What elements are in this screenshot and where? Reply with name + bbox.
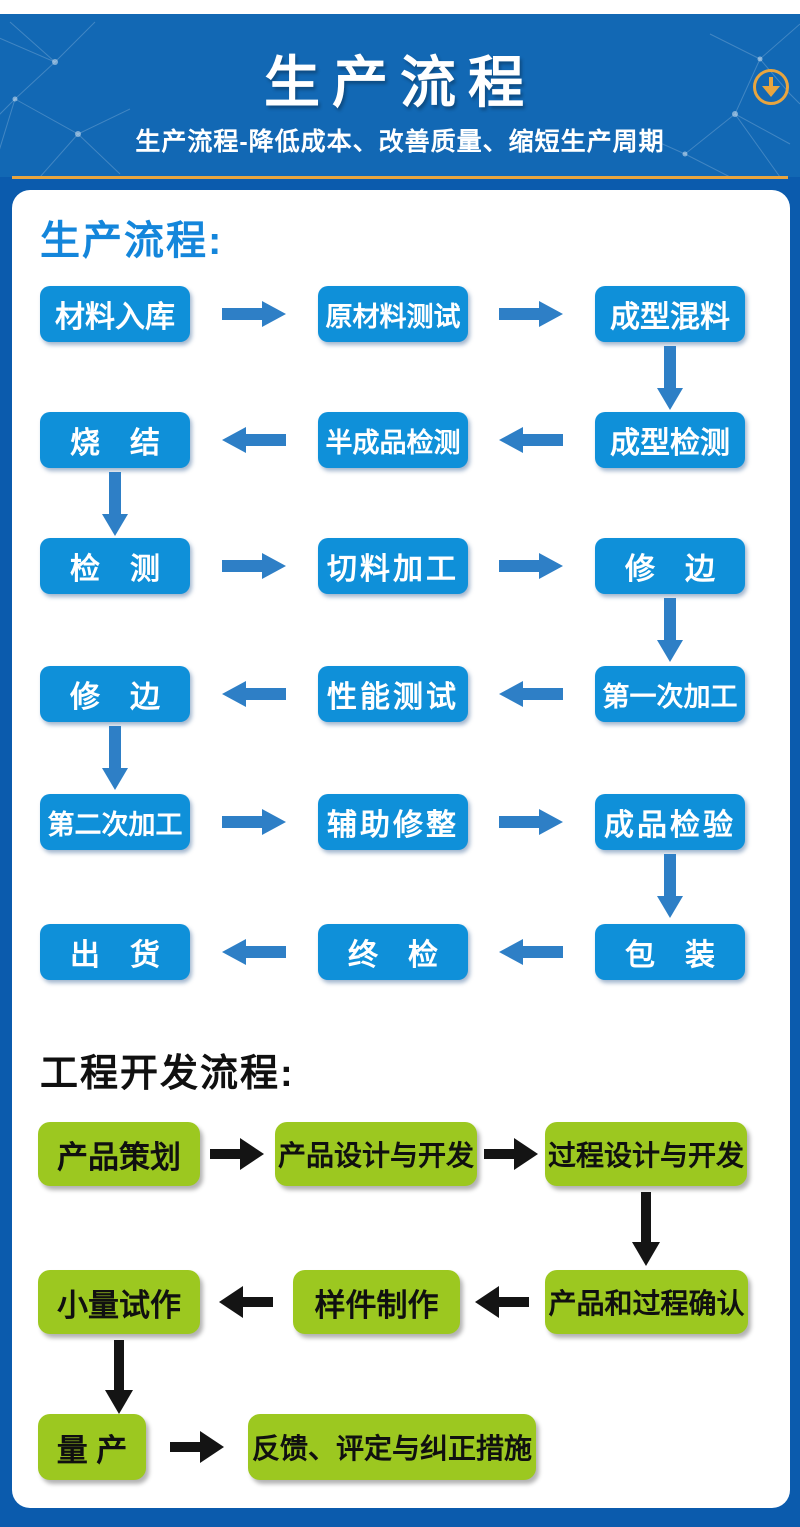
- flow-arrow-left-icon: [475, 1286, 529, 1318]
- down-arrow-bar: [769, 77, 773, 87]
- gold-divider-line: [12, 176, 788, 179]
- production-step: 性能测试: [318, 666, 468, 722]
- flow-arrow-left-icon: [222, 939, 286, 965]
- production-step: 第一次加工: [595, 666, 745, 722]
- top-white-strip: [0, 0, 800, 14]
- production-step: 辅助修整: [318, 794, 468, 850]
- flow-arrow-right-icon: [210, 1138, 264, 1170]
- production-step: 成品检验: [595, 794, 745, 850]
- production-step: 修 边: [595, 538, 745, 594]
- content-card: 生产流程: 材料入库 原材料测试 成型混料 烧 结 半成品检测 成型检测 检 测…: [12, 190, 790, 1508]
- production-step: 终 检: [318, 924, 468, 980]
- flow-arrow-down-icon: [102, 472, 128, 536]
- engineering-step: 小量试作: [38, 1270, 200, 1334]
- engineering-step: 过程设计与开发: [545, 1122, 747, 1186]
- production-step: 第二次加工: [40, 794, 190, 850]
- flow-arrow-right-icon: [222, 553, 286, 579]
- production-step: 包 装: [595, 924, 745, 980]
- production-step: 切料加工: [318, 538, 468, 594]
- page-header: 生产流程 生产流程-降低成本、改善质量、缩短生产周期: [0, 14, 800, 177]
- production-heading: 生产流程:: [40, 219, 224, 263]
- engineering-step: 量 产: [38, 1414, 146, 1480]
- flow-arrow-left-icon: [219, 1286, 273, 1318]
- production-step: 成型检测: [595, 412, 745, 468]
- flow-arrow-right-icon: [170, 1431, 224, 1463]
- flow-arrow-right-icon: [222, 809, 286, 835]
- circle-down-arrow-icon[interactable]: [753, 69, 789, 105]
- flow-arrow-left-icon: [222, 427, 286, 453]
- production-step: 原材料测试: [318, 286, 468, 342]
- page-subtitle: 生产流程-降低成本、改善质量、缩短生产周期: [135, 128, 665, 156]
- engineering-heading: 工程开发流程:: [40, 1053, 295, 1095]
- flow-arrow-left-icon: [499, 427, 563, 453]
- engineering-step: 产品策划: [38, 1122, 200, 1186]
- flow-arrow-right-icon: [222, 301, 286, 327]
- flow-arrow-down-icon: [657, 598, 683, 662]
- production-step: 成型混料: [595, 286, 745, 342]
- production-step: 半成品检测: [318, 412, 468, 468]
- down-arrow-tip: [762, 86, 780, 97]
- production-step: 烧 结: [40, 412, 190, 468]
- production-step: 出 货: [40, 924, 190, 980]
- flow-arrow-down-icon: [657, 346, 683, 410]
- flow-arrow-right-icon: [499, 809, 563, 835]
- flow-arrow-down-icon: [102, 726, 128, 790]
- engineering-step: 反馈、评定与纠正措施: [248, 1414, 536, 1480]
- production-step: 检 测: [40, 538, 190, 594]
- flow-arrow-left-icon: [499, 681, 563, 707]
- engineering-step: 产品和过程确认: [545, 1270, 748, 1334]
- flow-arrow-right-icon: [499, 301, 563, 327]
- flow-arrow-down-icon: [632, 1192, 660, 1266]
- flow-arrow-right-icon: [499, 553, 563, 579]
- flow-arrow-down-icon: [657, 854, 683, 918]
- page-title: 生产流程: [264, 51, 536, 114]
- flow-arrow-right-icon: [484, 1138, 538, 1170]
- engineering-step: 样件制作: [293, 1270, 460, 1334]
- flow-arrow-left-icon: [499, 939, 563, 965]
- production-step: 材料入库: [40, 286, 190, 342]
- engineering-step: 产品设计与开发: [275, 1122, 477, 1186]
- production-step: 修 边: [40, 666, 190, 722]
- flow-arrow-left-icon: [222, 681, 286, 707]
- flow-arrow-down-icon: [105, 1340, 133, 1414]
